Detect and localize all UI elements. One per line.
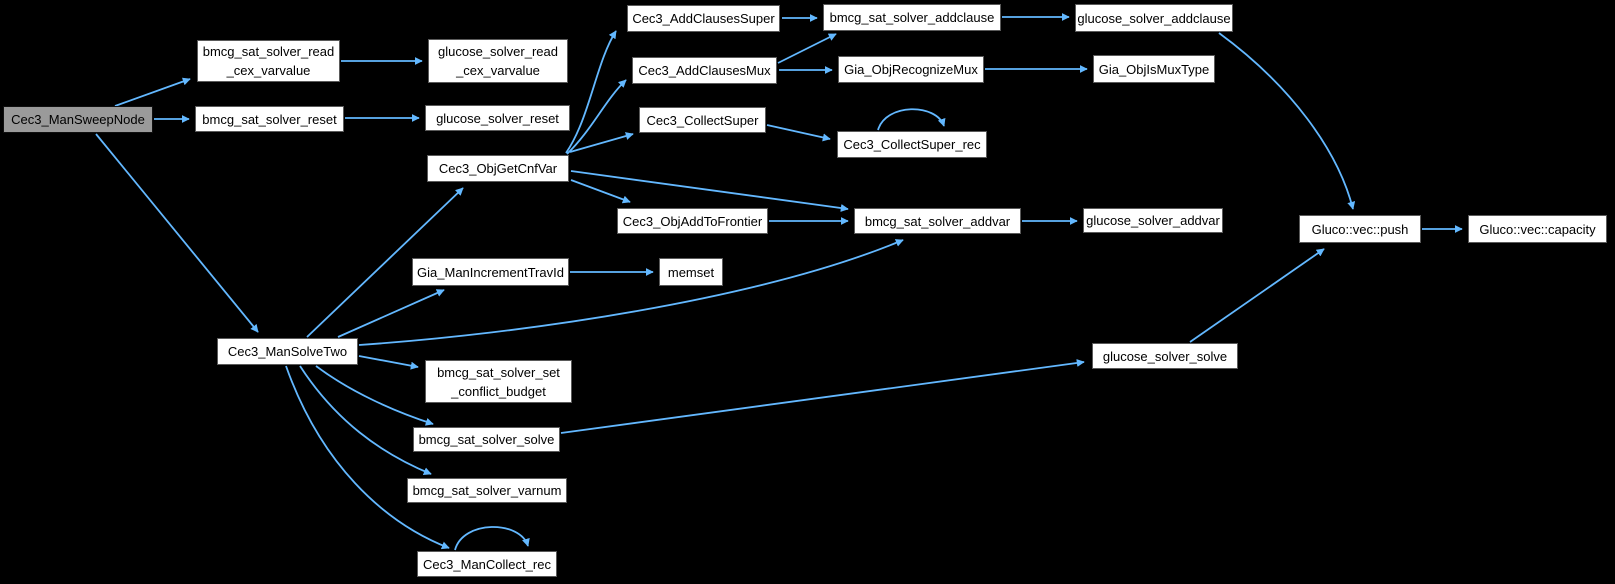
graph-node-bmcg-sat-solver-read-cex[interactable]: bmcg_sat_solver_read _cex_varvalue <box>197 40 340 82</box>
graph-node-glucose-solver-reset[interactable]: glucose_solver_reset <box>425 105 570 131</box>
call-edge-cec3-obj-get-cnf-var-to-bmcg-sat-solver-addvar <box>570 170 849 212</box>
graph-node-cec3-man-collect-rec[interactable]: Cec3_ManCollect_rec <box>417 551 557 577</box>
graph-node-bmcg-sat-solver-solve[interactable]: bmcg_sat_solver_solve <box>413 427 560 452</box>
call-edge-cec3-collect-super-to-cec3-collect-super-rec <box>766 124 831 142</box>
graph-node-cec3-add-clauses-super[interactable]: Cec3_AddClausesSuper <box>627 5 780 32</box>
edges-group <box>95 13 1463 551</box>
graph-node-cec3-man-solve-two[interactable]: Cec3_ManSolveTwo <box>217 338 358 365</box>
call-edge-cec3-man-sweep-node-to-bmcg-sat-solver-read-cex <box>114 77 191 107</box>
graph-node-gia-obj-recognize-mux[interactable]: Gia_ObjRecognizeMux <box>838 56 984 83</box>
graph-node-glucose-solver-addvar[interactable]: glucose_solver_addvar <box>1083 208 1223 233</box>
call-edge-cec3-man-solve-two-to-bmcg-sat-solver-addvar <box>358 239 904 346</box>
call-edge-glucose-solver-addclause-to-gluco-vec-push <box>1218 32 1356 210</box>
call-edge-cec3-man-solve-two-to-cec3-man-collect-rec <box>285 365 450 550</box>
graph-node-bmcg-sat-solver-varnum[interactable]: bmcg_sat_solver_varnum <box>407 478 567 503</box>
graph-node-cec3-obj-get-cnf-var[interactable]: Cec3_ObjGetCnfVar <box>427 155 569 182</box>
graph-node-cec3-collect-super-rec[interactable]: Cec3_CollectSuper_rec <box>837 131 987 158</box>
call-edge-cec3-obj-get-cnf-var-to-cec3-obj-add-to-frontier <box>570 179 631 204</box>
graph-node-gia-obj-is-mux-type[interactable]: Gia_ObjIsMuxType <box>1093 55 1215 83</box>
graph-node-cec3-add-clauses-mux[interactable]: Cec3_AddClausesMux <box>632 57 777 84</box>
call-edge-cec3-obj-get-cnf-var-to-cec3-collect-super <box>569 132 634 153</box>
graph-node-bmcg-sat-solver-addvar[interactable]: bmcg_sat_solver_addvar <box>854 208 1021 234</box>
graph-node-glucose-solver-solve[interactable]: glucose_solver_solve <box>1092 343 1238 369</box>
graph-node-gluco-vec-capacity[interactable]: Gluco::vec::capacity <box>1468 215 1607 243</box>
graph-node-cec3-obj-add-to-frontier[interactable]: Cec3_ObjAddToFrontier <box>617 208 768 234</box>
call-edge-cec3-obj-get-cnf-var-to-cec3-add-clauses-super <box>565 30 617 154</box>
graph-node-bmcg-sat-solver-addclause[interactable]: bmcg_sat_solver_addclause <box>823 4 1001 31</box>
graph-node-memset[interactable]: memset <box>659 258 723 286</box>
graph-node-bmcg-set-conflict-budget[interactable]: bmcg_sat_solver_set _conflict_budget <box>425 360 572 403</box>
graph-node-glucose-solver-addclause[interactable]: glucose_solver_addclause <box>1075 4 1233 32</box>
call-edge-glucose-solver-solve-to-gluco-vec-push <box>1189 248 1325 343</box>
call-edge-cec3-obj-get-cnf-var-to-cec3-add-clauses-mux <box>566 79 627 155</box>
call-edge-cec3-man-solve-two-to-gia-man-increment-trav-id <box>337 289 445 338</box>
graph-node-bmcg-sat-solver-reset[interactable]: bmcg_sat_solver_reset <box>195 106 344 132</box>
graph-node-cec3-collect-super[interactable]: Cec3_CollectSuper <box>639 107 766 133</box>
call-edge-cec3-add-clauses-mux-to-bmcg-sat-solver-addclause <box>777 33 837 64</box>
graph-node-cec3-man-sweep-node: Cec3_ManSweepNode <box>3 106 153 133</box>
call-edge-cec3-man-collect-rec-to-cec3-man-collect-rec <box>454 526 530 551</box>
call-edge-cec3-collect-super-rec-to-cec3-collect-super-rec <box>877 108 946 131</box>
call-edge-bmcg-sat-solver-solve-to-glucose-solver-solve <box>560 359 1085 434</box>
call-edge-cec3-man-solve-two-to-bmcg-sat-solver-varnum <box>299 365 432 475</box>
call-edge-cec3-man-solve-two-to-bmcg-set-conflict-budget <box>358 355 419 370</box>
call-edge-cec3-man-solve-two-to-bmcg-sat-solver-solve <box>315 365 434 426</box>
graph-node-glucose-solver-read-cex[interactable]: glucose_solver_read _cex_varvalue <box>428 39 568 83</box>
graph-node-gluco-vec-push[interactable]: Gluco::vec::push <box>1299 215 1421 243</box>
call-edge-cec3-man-sweep-node-to-cec3-man-solve-two <box>95 133 259 333</box>
call-edge-cec3-man-solve-two-to-cec3-obj-get-cnf-var <box>306 187 464 338</box>
graph-node-gia-man-increment-trav-id[interactable]: Gia_ManIncrementTravId <box>412 258 569 286</box>
